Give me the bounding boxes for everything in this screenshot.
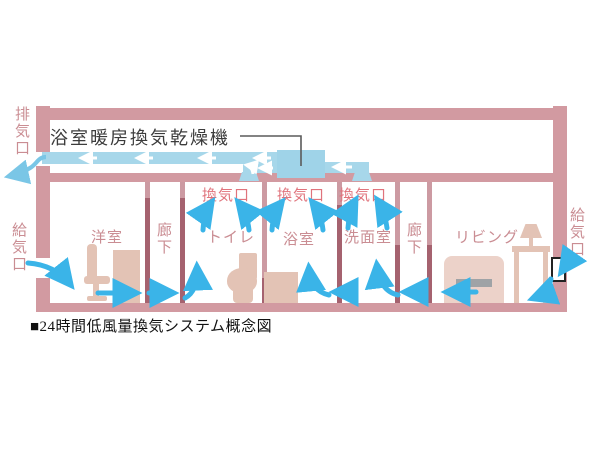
flow-supply-left-entry bbox=[25, 257, 75, 290]
diagram-caption: ■24時間低風量換気システム概念図 bbox=[30, 319, 273, 335]
chair-post bbox=[93, 284, 99, 297]
flow-washroom-up-right bbox=[373, 194, 403, 231]
side-table-top bbox=[512, 246, 550, 252]
washroom-vent-flare bbox=[352, 172, 372, 181]
flow-toilet-rise bbox=[182, 260, 213, 301]
wall-toilet-bath-top bbox=[262, 182, 267, 278]
lamp-shade bbox=[520, 224, 542, 238]
room-living-label: リビング bbox=[455, 229, 520, 246]
room-hallway2-label: 廊下 bbox=[405, 222, 422, 256]
floor bbox=[36, 303, 567, 312]
unit-label: 浴室暖房換気乾燥機 bbox=[50, 128, 230, 148]
main-exhaust-duct bbox=[42, 152, 278, 164]
chair-seat bbox=[84, 276, 110, 284]
toilet-base bbox=[233, 288, 253, 303]
wall-bath-wash-top bbox=[337, 182, 342, 205]
flow-washroom-rise bbox=[364, 258, 401, 298]
side-table-leg-left bbox=[514, 252, 519, 303]
unit-leader-line bbox=[240, 135, 302, 166]
flow-bath-rise bbox=[296, 261, 332, 298]
left-wall-middle bbox=[36, 166, 50, 258]
flow-toilet-up-right bbox=[234, 197, 265, 233]
toilet-vent-flare bbox=[239, 172, 259, 181]
room-toilet-label: トイレ bbox=[207, 229, 256, 246]
wall-hall-toilet-top bbox=[180, 182, 185, 198]
sofa-cushion-stripe bbox=[456, 279, 492, 287]
top-wall bbox=[36, 108, 567, 120]
exhaust-vent-label: 排気口 bbox=[13, 106, 30, 157]
flow-bath-up-left bbox=[255, 197, 286, 233]
room-hallway1-label: 廊下 bbox=[155, 222, 172, 256]
flow-bath-up-right bbox=[308, 197, 339, 233]
wall-hall2-living-top bbox=[427, 182, 432, 245]
room-western-label: 洋室 bbox=[91, 229, 124, 246]
room-washroom-label: 洗面室 bbox=[344, 229, 393, 246]
wall-bath-wash bbox=[337, 205, 342, 303]
wall-hall-toilet bbox=[180, 198, 185, 303]
exhaust-out-arrow bbox=[3, 154, 47, 185]
flow-living-down bbox=[526, 276, 561, 305]
duct-flow-arrows bbox=[78, 150, 352, 176]
flow-toilet-up-left bbox=[185, 196, 216, 233]
wall-wash-hall2 bbox=[395, 245, 400, 303]
bathtub bbox=[264, 272, 298, 303]
room-bath-label: 浴室 bbox=[283, 231, 316, 248]
flow-washroom-up-left bbox=[331, 194, 359, 231]
lamp-stem bbox=[529, 238, 533, 247]
supply-vent-left-label: 給気口 bbox=[10, 222, 27, 273]
flow-arrows bbox=[25, 194, 588, 308]
chair-base bbox=[87, 296, 107, 301]
wall-hall2-living bbox=[427, 245, 432, 303]
flow-supply-right-entry bbox=[557, 243, 588, 278]
wall-western-hall bbox=[145, 198, 150, 303]
chair-back bbox=[87, 244, 97, 280]
left-wall-upper bbox=[36, 106, 50, 152]
wall-western-hall-top bbox=[145, 182, 150, 198]
